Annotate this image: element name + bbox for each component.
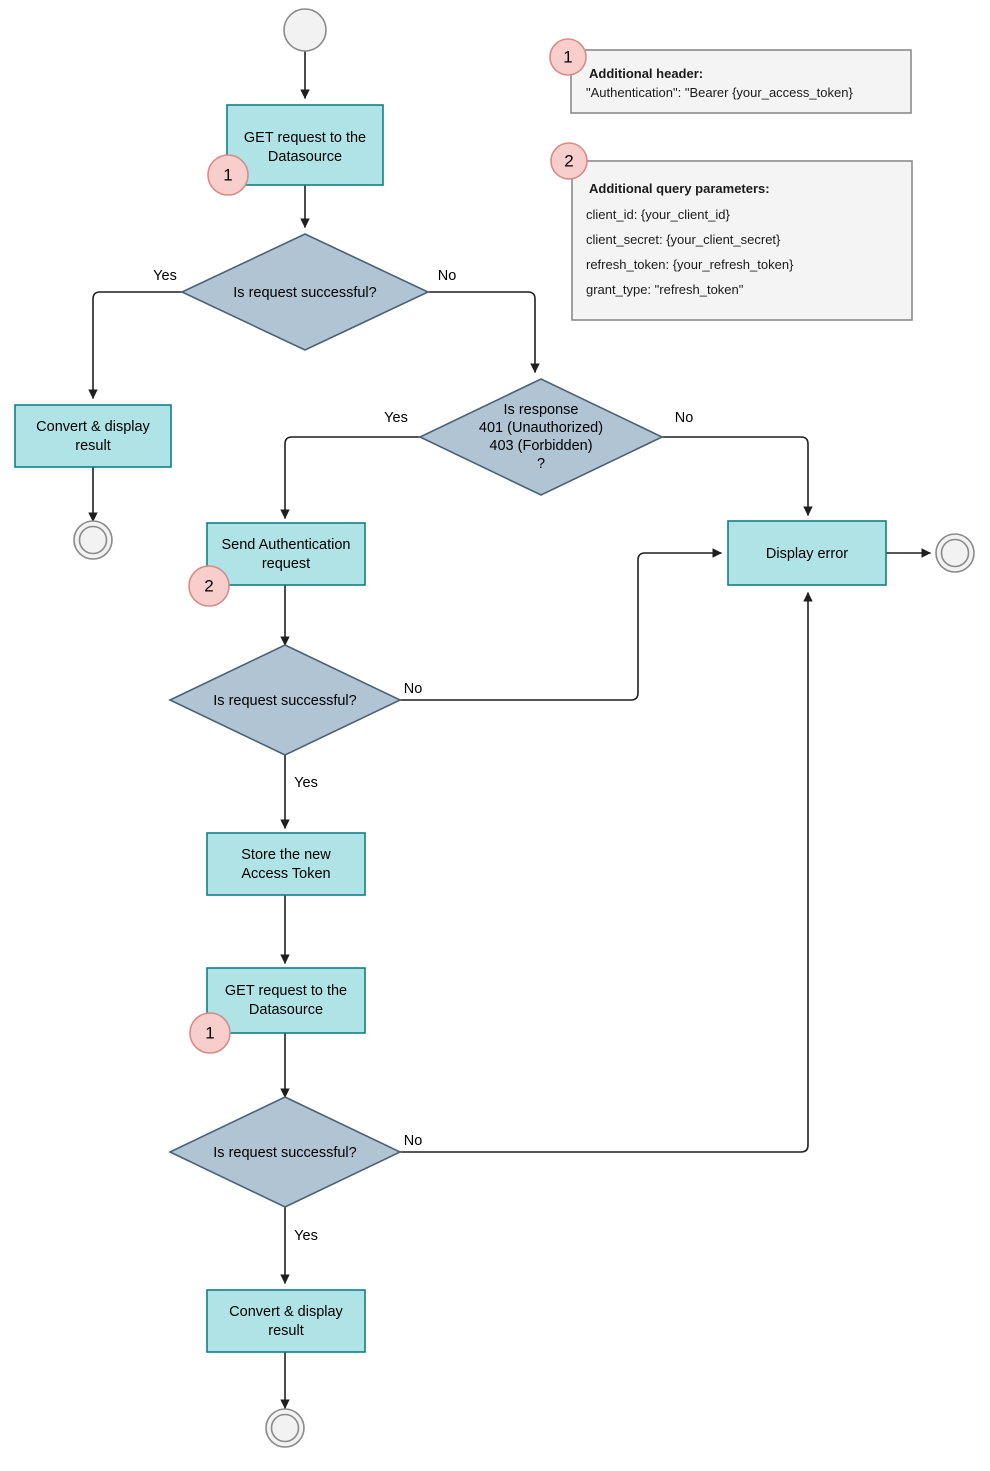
edge-label-decision1-no: No xyxy=(438,268,457,284)
node-send-auth-request[interactable]: Send Authentication request xyxy=(206,522,366,586)
node-convert-display-2[interactable]: Convert & display result xyxy=(206,1289,366,1353)
node-display-error[interactable]: Display error xyxy=(727,520,887,586)
node-decision-response-line1: Is response xyxy=(504,402,579,418)
node-convert-display-2-line2: result xyxy=(268,1323,303,1339)
note-2-line-3: grant_type: "refresh_token" xyxy=(586,282,744,297)
node-store-token-line1: Store the new xyxy=(241,847,331,863)
note-2-title: Additional query parameters: xyxy=(589,181,770,196)
node-send-auth-line1: Send Authentication xyxy=(222,537,351,553)
node-decision-response-line4: ? xyxy=(537,456,545,472)
note-additional-query-parameters: Additional query parameters: client_id: … xyxy=(571,160,913,321)
badge-note-1: 1 xyxy=(549,38,587,76)
edge-response-no xyxy=(661,436,813,516)
end-terminal-error xyxy=(935,533,975,573)
edge-label-decision2-no: No xyxy=(404,681,423,697)
note-2-line-1: client_secret: {your_client_secret} xyxy=(586,232,781,247)
badge-get-request-1-label: 1 xyxy=(223,165,232,184)
node-convert-display-1[interactable]: Convert & display result xyxy=(14,404,172,468)
node-store-token-line2: Access Token xyxy=(241,866,330,882)
badge-get-request-2-label: 1 xyxy=(205,1023,214,1042)
edge-label-response-yes: Yes xyxy=(384,410,408,426)
node-convert-display-2-line1: Convert & display xyxy=(229,1304,343,1320)
node-decision-response-line2: 401 (Unauthorized) xyxy=(479,420,603,436)
badge-send-auth-request: 2 xyxy=(188,565,230,607)
edge-decision1-yes xyxy=(88,291,183,399)
edge-decision3-no xyxy=(399,592,813,1153)
note-additional-header: Additional header: "Authentication": "Be… xyxy=(570,49,912,114)
node-convert-display-1-line2: result xyxy=(75,438,110,454)
node-decision-2[interactable]: Is request successful? xyxy=(168,644,402,756)
badge-get-request-1: 1 xyxy=(207,154,249,196)
edges-layer xyxy=(88,49,931,1409)
node-get-request-1-line2: Datasource xyxy=(268,149,342,165)
node-decision-3[interactable]: Is request successful? xyxy=(168,1096,402,1208)
edge-label-decision1-yes: Yes xyxy=(153,268,177,284)
edge-label-response-no: No xyxy=(675,410,694,426)
edge-decision1-no xyxy=(427,291,540,373)
node-get-request-1-line1: GET request to the xyxy=(244,130,366,146)
edge-label-decision2-yes: Yes xyxy=(294,775,318,791)
node-decision-1-label: Is request successful? xyxy=(233,285,376,301)
end-terminal-2 xyxy=(265,1408,305,1448)
node-decision-1[interactable]: Is request successful? xyxy=(180,233,430,351)
node-decision-response-code[interactable]: Is response 401 (Unauthorized) 403 (Forb… xyxy=(418,378,664,496)
badge-note-2: 2 xyxy=(550,142,588,180)
start-terminal xyxy=(283,8,327,52)
edge-label-decision3-no: No xyxy=(404,1133,423,1149)
badge-get-request-2: 1 xyxy=(189,1012,231,1054)
badge-note-2-label: 2 xyxy=(564,151,573,170)
node-get-request-2-line2: Datasource xyxy=(249,1002,323,1018)
node-send-auth-line2: request xyxy=(262,556,310,572)
end-terminal-1 xyxy=(73,520,113,560)
note-1-line-0: "Authentication": "Bearer {your_access_t… xyxy=(586,85,853,100)
node-decision-2-label: Is request successful? xyxy=(213,693,356,709)
node-get-request-2-line1: GET request to the xyxy=(225,983,347,999)
node-get-request-2[interactable]: GET request to the Datasource xyxy=(206,967,366,1034)
node-convert-display-1-line1: Convert & display xyxy=(36,419,150,435)
node-get-request-1[interactable]: GET request to the Datasource xyxy=(226,104,384,186)
node-store-token[interactable]: Store the new Access Token xyxy=(206,832,366,896)
note-1-title: Additional header: xyxy=(589,66,703,81)
badge-send-auth-label: 2 xyxy=(204,576,213,595)
note-2-line-0: client_id: {your_client_id} xyxy=(586,207,730,222)
node-display-error-label: Display error xyxy=(766,546,848,562)
node-decision-3-label: Is request successful? xyxy=(213,1145,356,1161)
edge-label-decision3-yes: Yes xyxy=(294,1228,318,1244)
edge-response-yes xyxy=(280,436,421,519)
note-2-line-2: refresh_token: {your_refresh_token} xyxy=(586,257,794,272)
badge-note-1-label: 1 xyxy=(563,47,572,66)
node-decision-response-line3: 403 (Forbidden) xyxy=(489,438,592,454)
edge-decision2-no xyxy=(399,548,722,701)
